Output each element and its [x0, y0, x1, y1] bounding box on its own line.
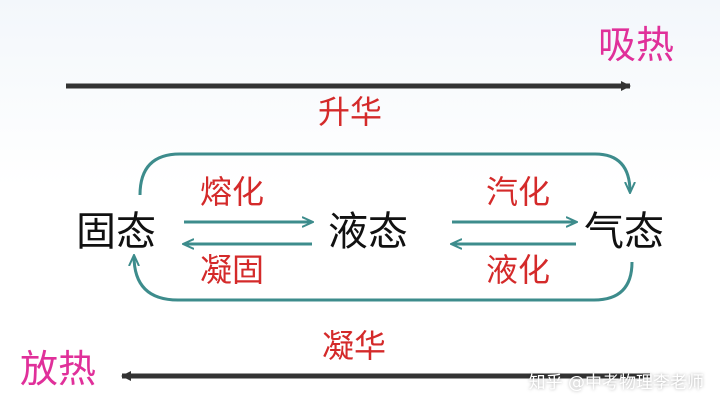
- deposition-label: 凝华: [322, 327, 387, 365]
- melting-label: 熔化: [200, 173, 265, 211]
- zhihu-watermark: 知乎 @中考物理李老师: [528, 373, 704, 393]
- solid-state-label: 固态: [76, 209, 156, 255]
- deposition-arrow: [134, 256, 634, 302]
- gas-state-label: 气态: [584, 209, 664, 255]
- release-heat-label: 放热: [20, 347, 97, 391]
- sublimation-label: 升华: [318, 93, 383, 131]
- vaporization-label: 汽化: [486, 173, 551, 211]
- solidification-label: 凝固: [200, 251, 265, 289]
- sublimation-arrow: [138, 152, 630, 196]
- liquid-state-label: 液态: [328, 209, 408, 255]
- absorb-heat-label: 吸热: [598, 23, 675, 67]
- liquefaction-label: 液化: [486, 251, 551, 289]
